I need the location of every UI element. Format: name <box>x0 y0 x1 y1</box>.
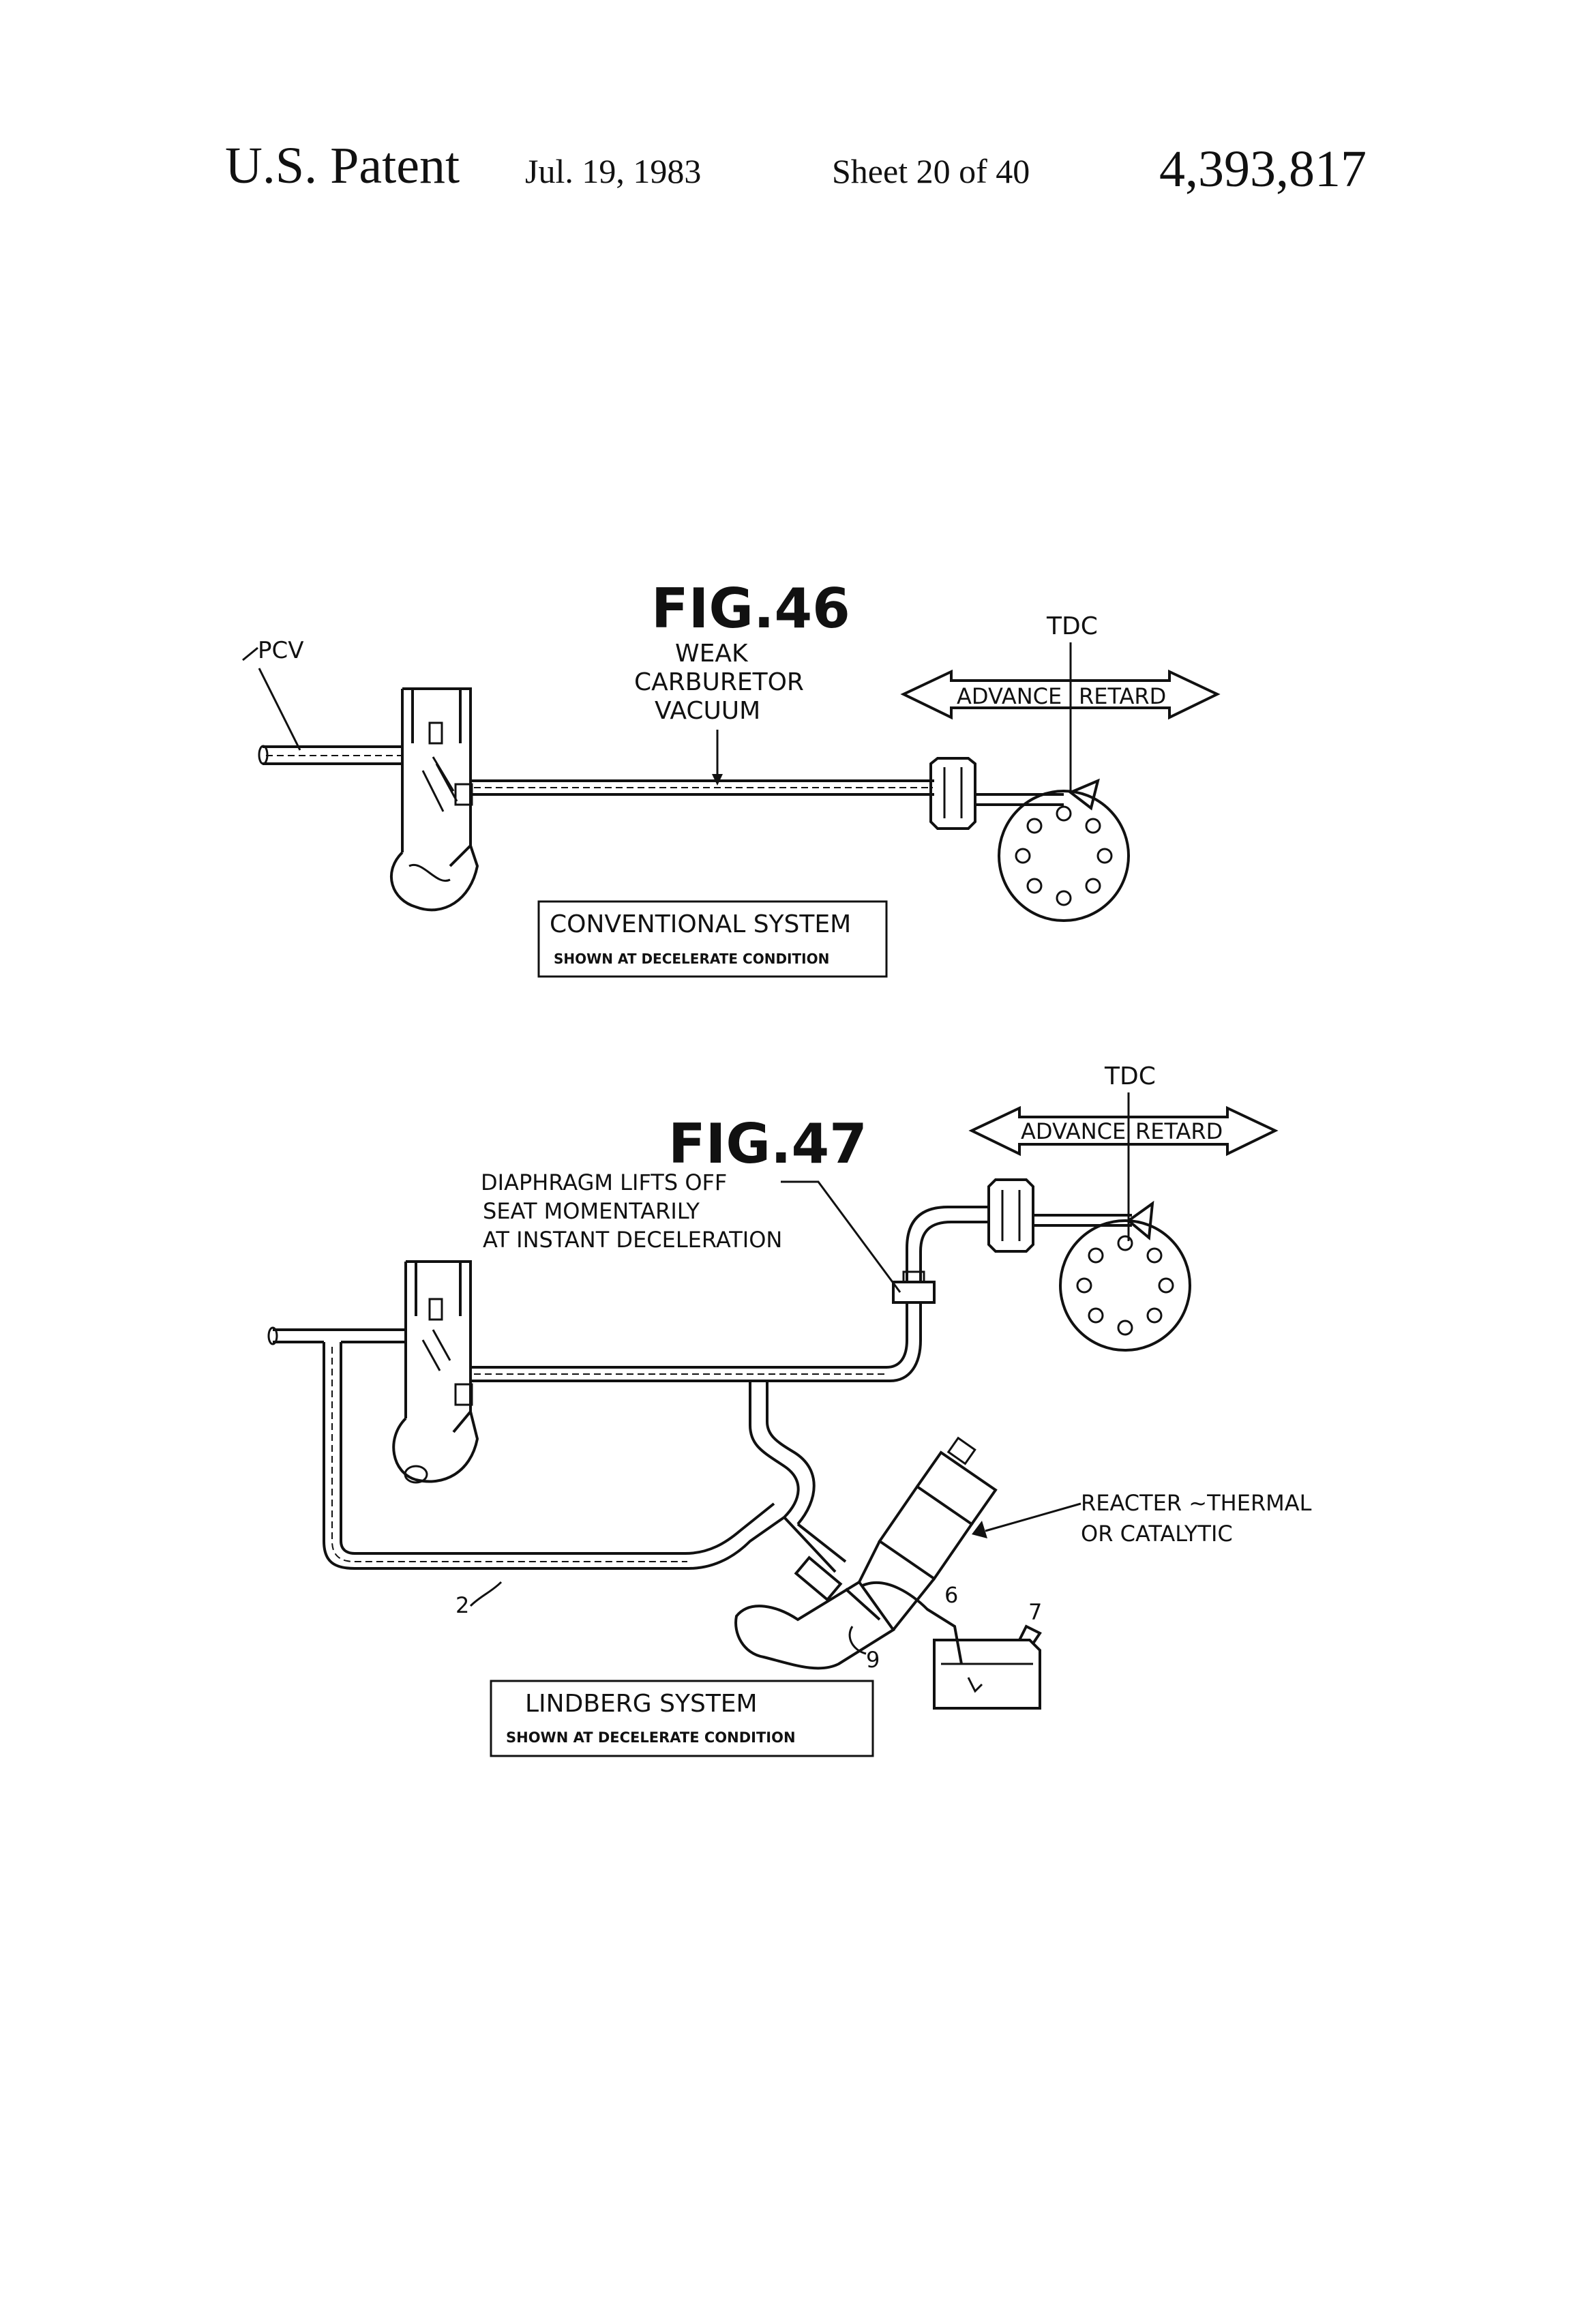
pcv-label: PCV <box>258 637 304 664</box>
advance-label-46: ADVANCE <box>957 683 1062 709</box>
diaphragm-label-1: DIAPHRAGM LIFTS OFF <box>481 1170 727 1195</box>
carburetor-47 <box>393 1262 477 1483</box>
vacuum-label-2: CARBURETOR <box>634 668 804 696</box>
fig46: FIG.46 PCV WEAK CARBURETOR VACUUM <box>243 577 1217 977</box>
caption-47-line2: SHOWN AT DECELERATE CONDITION <box>506 1729 796 1746</box>
diaphragm-label-3: AT INSTANT DECELERATION <box>483 1227 782 1253</box>
vacuum-label-1: WEAK <box>675 640 749 668</box>
loop-pipe-2 <box>324 1342 784 1568</box>
ref-7: 7 <box>1028 1599 1042 1625</box>
vacuum-label-3: VACUUM <box>655 697 760 725</box>
branch-pipe <box>750 1381 814 1524</box>
pcv-pipe-47 <box>273 1330 406 1342</box>
ref-9: 9 <box>866 1647 880 1673</box>
caption-47-line1: LINDBERG SYSTEM <box>525 1690 758 1718</box>
fig47: FIG.47 DIAPHRAGM LIFTS OFF SEAT MOMENTAR… <box>269 1062 1312 1756</box>
fig47-title: FIG.47 <box>668 1112 867 1176</box>
distributor-46 <box>999 781 1129 921</box>
tdc-label-47: TDC <box>1104 1062 1156 1090</box>
tank-7 <box>934 1626 1040 1708</box>
carburetor-46 <box>391 689 477 910</box>
ref-6: 6 <box>944 1582 958 1608</box>
retard-label-46: RETARD <box>1079 683 1166 709</box>
retard-label-47: RETARD <box>1135 1118 1223 1144</box>
diaphragm-leader <box>781 1182 900 1292</box>
vacuum-line-47 <box>471 1302 921 1381</box>
check-valve <box>893 1272 934 1302</box>
tdc-label-46: TDC <box>1046 612 1098 640</box>
reacter-label-2: OR CATALYTIC <box>1081 1521 1233 1547</box>
fig46-title: FIG.46 <box>651 577 850 640</box>
advance-label-47: ADVANCE <box>1021 1118 1126 1144</box>
caption-46-line1: CONVENTIONAL SYSTEM <box>550 910 851 938</box>
caption-46-line2: SHOWN AT DECELERATE CONDITION <box>554 951 829 967</box>
reacter-label-1: REACTER ~THERMAL <box>1081 1490 1312 1516</box>
ref-2: 2 <box>456 1592 469 1618</box>
vacuum-advance-unit-47 <box>989 1180 1132 1251</box>
diaphragm-label-2: SEAT MOMENTARILY <box>483 1198 700 1224</box>
reacter-leader <box>985 1504 1081 1531</box>
